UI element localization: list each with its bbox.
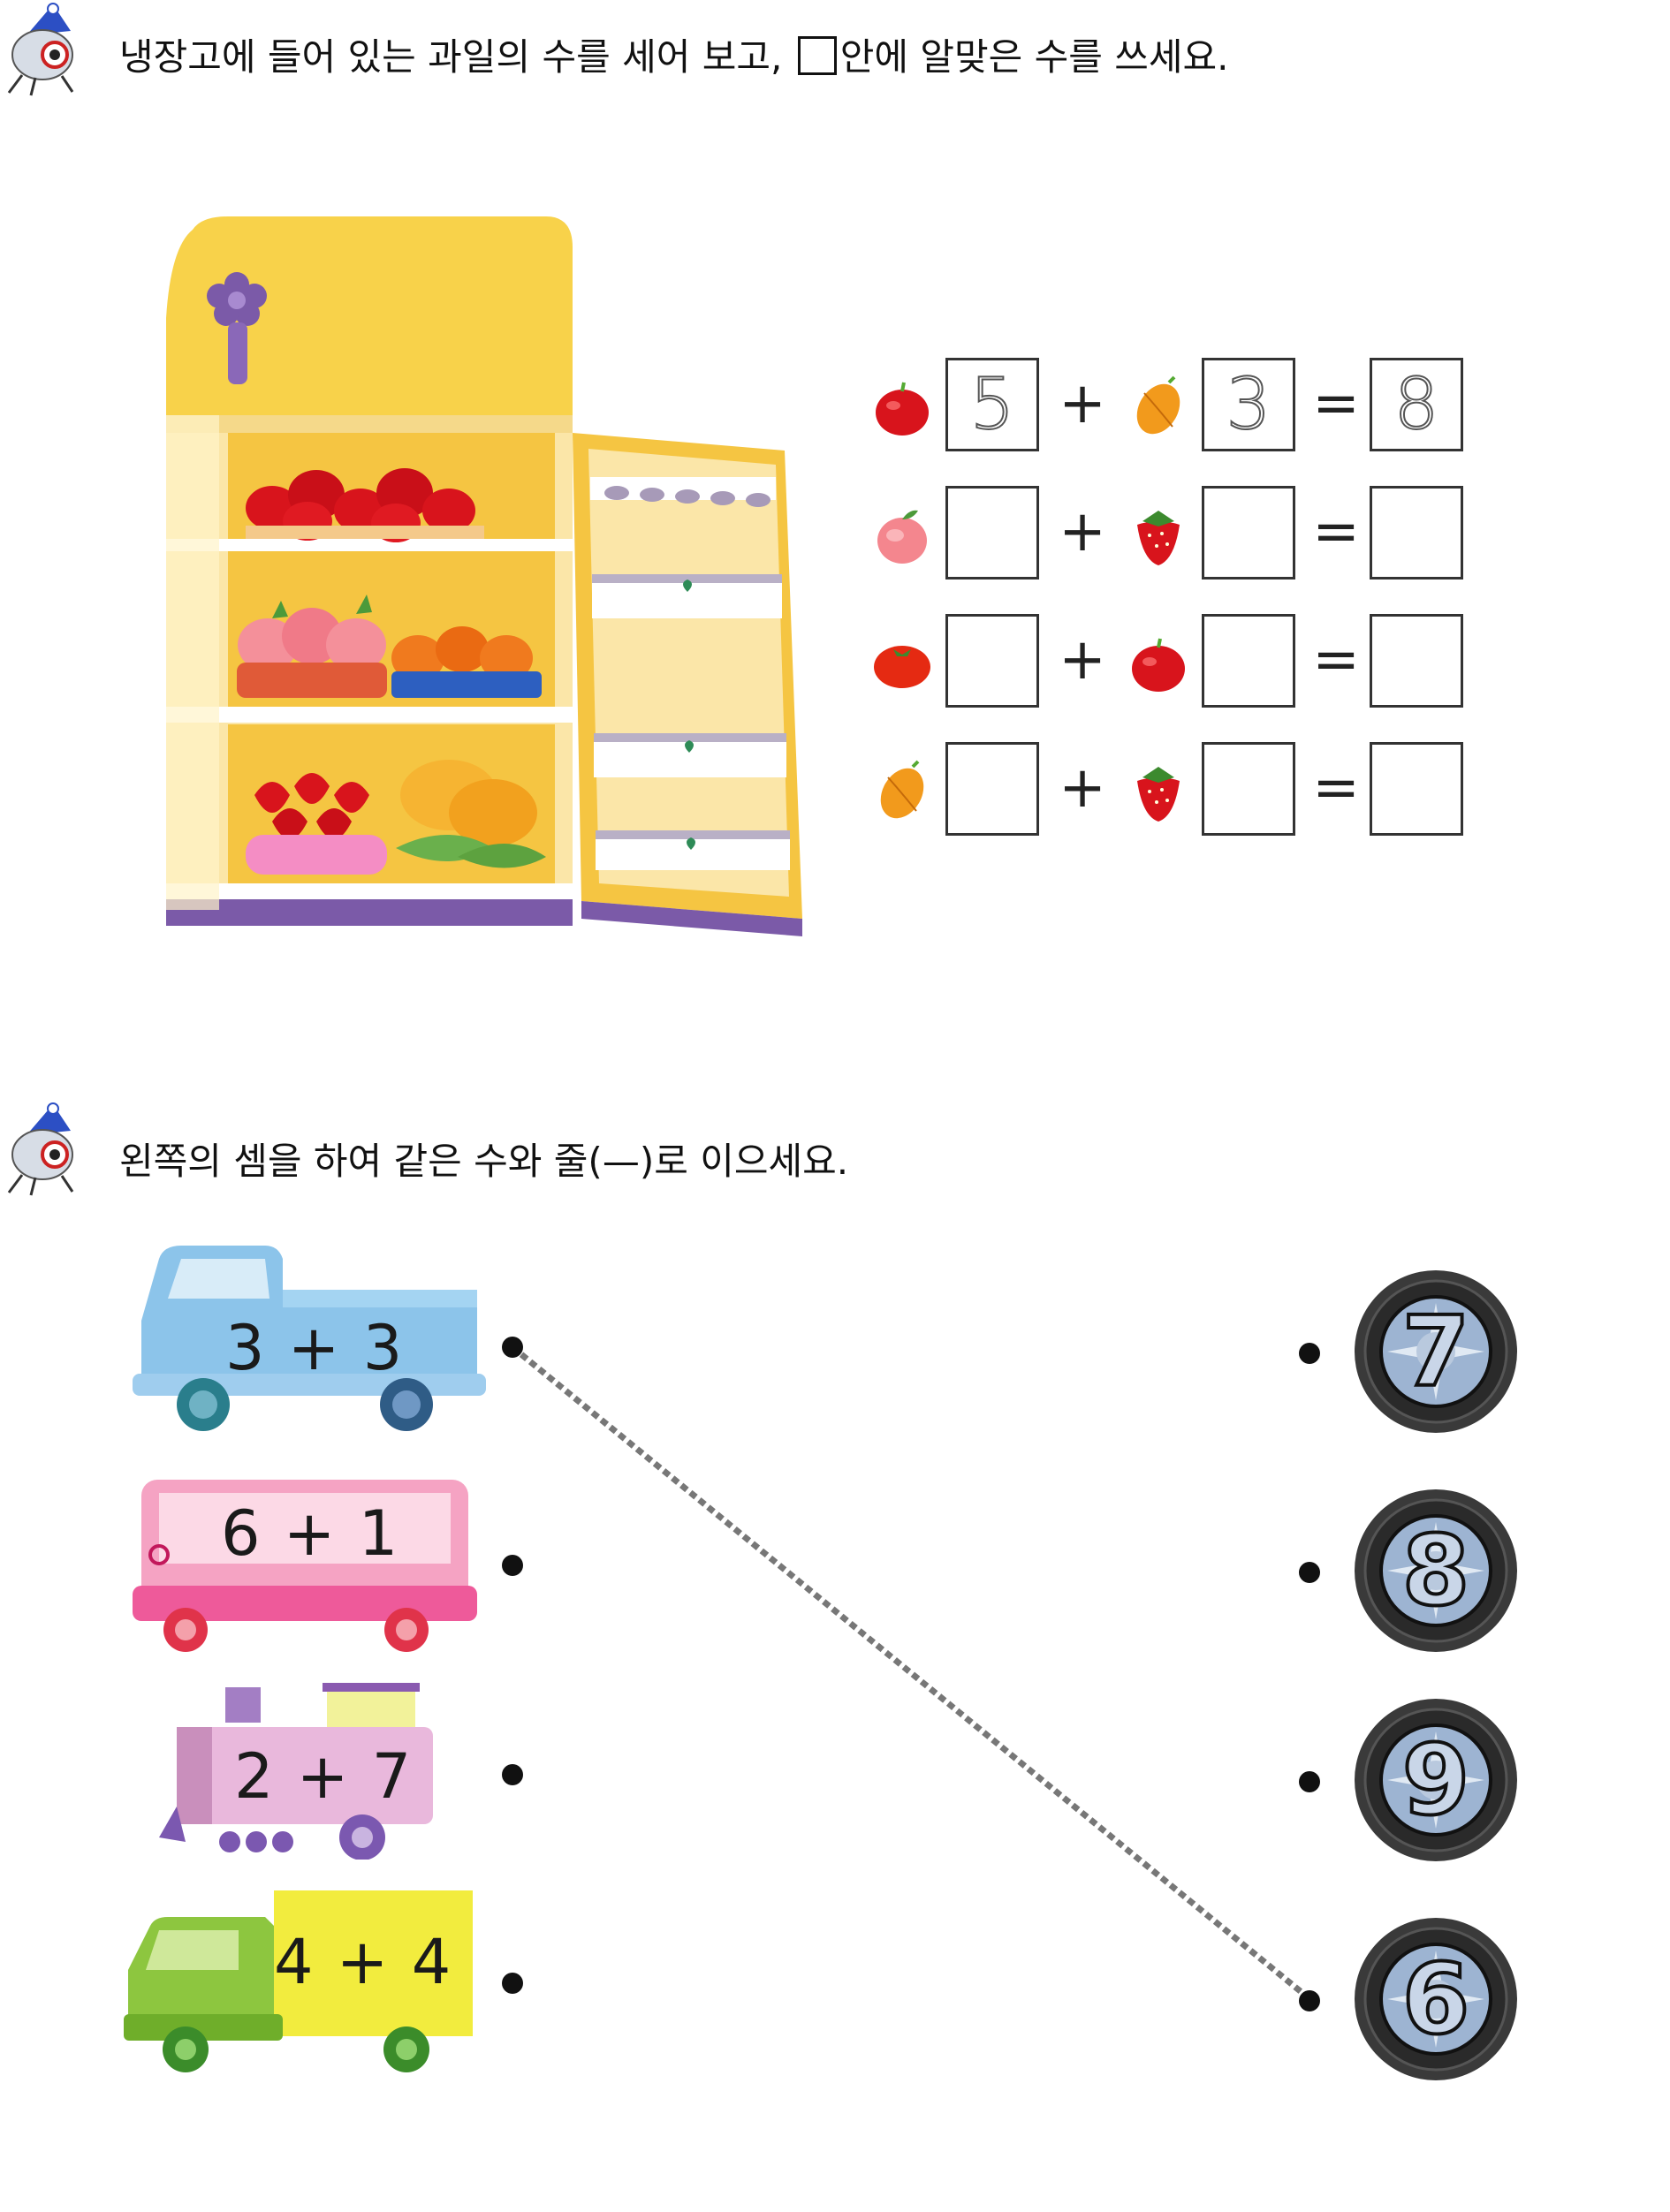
answer-box[interactable]	[945, 614, 1039, 708]
vehicle-train: 2 + 7	[159, 1683, 451, 1860]
equation-row: +=	[870, 486, 1471, 580]
tire-icon	[1355, 1270, 1517, 1433]
vehicle-2-dot[interactable]	[502, 1555, 523, 1576]
equation-row: +=	[870, 614, 1471, 708]
answer-box[interactable]: 5	[945, 358, 1039, 451]
vehicle-expression: 6 + 1	[221, 1497, 400, 1570]
refrigerator-illustration	[166, 216, 802, 936]
wheel-9: 9	[1352, 1696, 1520, 1864]
wheel-8: 8	[1352, 1487, 1520, 1655]
strawberry-icon	[1127, 504, 1190, 567]
answer-box[interactable]	[945, 486, 1039, 580]
mango-icon	[870, 760, 934, 823]
instruction-text-part2: 안에 알맞은 수를 쓰세요.	[839, 35, 1229, 79]
wheel-4-dot[interactable]	[1299, 1990, 1320, 2011]
mango-icon	[1127, 375, 1190, 439]
peaches-icon	[237, 595, 387, 698]
equals-sign: =	[1312, 499, 1360, 564]
strawberry-icon	[1127, 760, 1190, 823]
vehicle-3-dot[interactable]	[502, 1764, 523, 1785]
equals-sign: =	[1312, 371, 1360, 436]
answer-box[interactable]	[1202, 742, 1295, 836]
plus-sign: +	[1059, 499, 1106, 564]
wheel-number: 6	[1401, 1941, 1472, 2057]
plus-sign: +	[1059, 627, 1106, 693]
vehicle-expression: 2 + 7	[234, 1740, 414, 1813]
vehicle-box-truck: 4 + 4	[124, 1890, 477, 2076]
apples-icon	[246, 468, 484, 542]
instruction-section-1: 냉장고에 들어 있는 과일의 수를 세어 보고, 안에 알맞은 수를 쓰세요.	[119, 32, 1229, 83]
answer-box[interactable]	[1202, 614, 1295, 708]
answer-box-icon	[797, 36, 837, 75]
equals-sign: =	[1312, 755, 1360, 821]
answer-box[interactable]	[1202, 486, 1295, 580]
instruction-text-part1: 냉장고에 들어 있는 과일의 수를 세어 보고,	[119, 35, 794, 79]
vehicle-4-dot[interactable]	[502, 1973, 523, 1994]
wheel-1-dot[interactable]	[1299, 1343, 1320, 1364]
melons-icon	[396, 760, 546, 868]
wheel-2-dot[interactable]	[1299, 1562, 1320, 1583]
vehicle-1-dot[interactable]	[502, 1337, 523, 1358]
plus-sign: +	[1059, 371, 1106, 436]
wheel-number: 7	[1401, 1293, 1472, 1410]
instruction-section-2: 왼쪽의 셈을 하여 같은 수와 줄(—)로 이으세요.	[119, 1140, 849, 1183]
answer-box[interactable]	[945, 742, 1039, 836]
vehicle-expression: 3 + 3	[225, 1312, 405, 1384]
apple-icon	[1127, 632, 1190, 695]
flower-magnet-icon	[207, 272, 267, 384]
wheel-3-dot[interactable]	[1299, 1771, 1320, 1792]
wheel-number: 9	[1401, 1722, 1472, 1838]
tire-icon	[1355, 1699, 1517, 1861]
plus-sign: +	[1059, 755, 1106, 821]
vehicle-pickup-truck: 3 + 3	[133, 1241, 486, 1444]
vehicle-bus: 6 + 1	[124, 1471, 477, 1656]
wheel-number: 8	[1401, 1512, 1472, 1629]
peach-icon	[870, 504, 934, 567]
strawberries-icon	[246, 773, 387, 875]
tangerines-icon	[391, 626, 542, 698]
wheel-7: 7	[1352, 1268, 1520, 1436]
equation-row: +=	[870, 742, 1471, 836]
result-box[interactable]	[1370, 742, 1463, 836]
mascot-icon-2	[7, 1102, 74, 1196]
equation-row: 5 +3 =8	[870, 358, 1471, 451]
result-box[interactable]: 8	[1370, 358, 1463, 451]
wheel-6: 6	[1352, 1915, 1520, 2083]
apple-icon	[870, 375, 934, 439]
tomato-icon	[870, 632, 934, 695]
vehicle-expression: 4 + 4	[274, 1926, 453, 1998]
result-box[interactable]	[1370, 486, 1463, 580]
result-box[interactable]	[1370, 614, 1463, 708]
tire-icon	[1355, 1489, 1517, 1652]
answer-box[interactable]: 3	[1202, 358, 1295, 451]
equals-sign: =	[1312, 627, 1360, 693]
tire-icon	[1355, 1918, 1517, 2080]
mascot-icon	[7, 3, 74, 96]
